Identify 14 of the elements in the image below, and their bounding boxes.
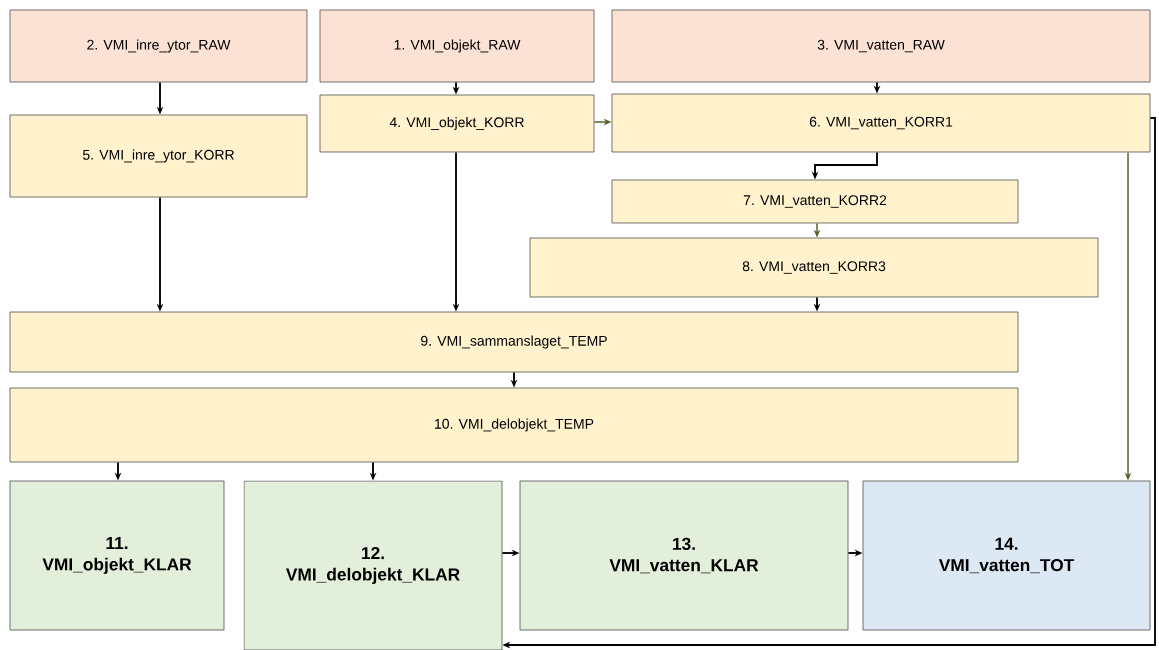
process-box: 5. VMI_inre_ytor_KORR bbox=[9, 114, 308, 198]
process-box: 13. VMI_vatten_KLAR bbox=[519, 480, 849, 631]
process-box: 8. VMI_vatten_KORR3 bbox=[529, 237, 1099, 298]
process-box: 4. VMI_objekt_KORR bbox=[319, 94, 595, 153]
process-box: 12. VMI_delobjekt_KLAR bbox=[243, 480, 503, 650]
process-box: 7. VMI_vatten_KORR2 bbox=[611, 179, 1019, 224]
process-box: 1. VMI_objekt_RAW bbox=[319, 9, 595, 83]
process-box: 11. VMI_objekt_KLAR bbox=[9, 480, 225, 631]
process-box: 3. VMI_vatten_RAW bbox=[611, 9, 1151, 83]
process-box: 6. VMI_vatten_KORR1 bbox=[611, 93, 1151, 153]
process-box: 10. VMI_delobjekt_TEMP bbox=[9, 387, 1019, 463]
process-box: 2. VMI_inre_ytor_RAW bbox=[9, 9, 308, 83]
process-box: 14. VMI_vatten_TOT bbox=[862, 480, 1151, 631]
process-box: 9. VMI_sammanslaget_TEMP bbox=[9, 311, 1019, 373]
